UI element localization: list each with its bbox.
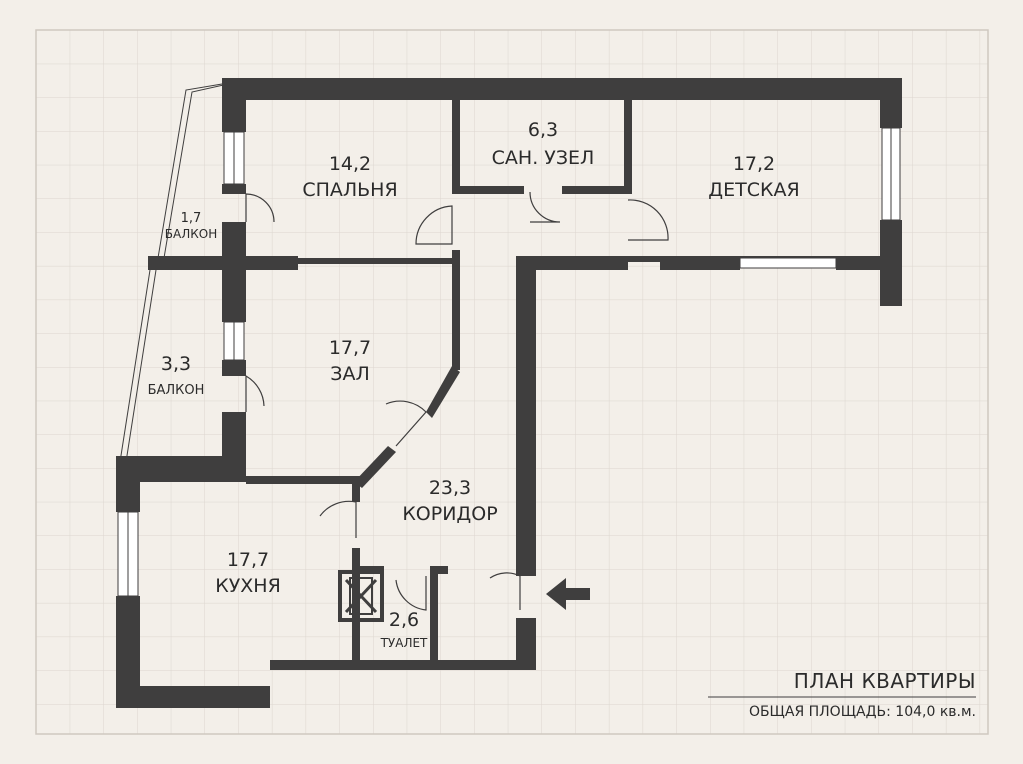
room-area: 14,2: [329, 153, 371, 175]
room-balcony-small: 1,7 БАЛКОН: [165, 211, 217, 241]
doors: [245, 191, 669, 611]
room-area: 17,7: [329, 337, 371, 359]
total-area: ОБЩАЯ ПЛОЩАДЬ: 104,0 кв.м.: [749, 704, 976, 720]
plan-legend: ПЛАН КВАРТИРЫ ОБЩАЯ ПЛОЩАДЬ: 104,0 кв.м.: [708, 669, 976, 720]
balcony-glazing: [119, 83, 229, 463]
room-name: СПАЛЬНЯ: [302, 179, 397, 201]
room-kitchen: 17,7 КУХНЯ: [215, 549, 281, 597]
room-name: БАЛКОН: [148, 383, 205, 398]
room-area: 17,7: [227, 549, 269, 571]
entrance-arrow-icon: [546, 578, 590, 610]
room-living: 17,7 ЗАЛ: [329, 337, 371, 385]
room-bedroom: 14,2 СПАЛЬНЯ: [302, 153, 397, 201]
room-name: ДЕТСКАЯ: [708, 179, 799, 201]
room-name: КОРИДОР: [402, 503, 497, 525]
room-area: 1,7: [181, 211, 202, 226]
frame: [35, 29, 989, 735]
walls: [116, 78, 902, 708]
room-area: 3,3: [161, 353, 191, 375]
room-name: БАЛКОН: [165, 227, 217, 241]
room-balcony-large: 3,3 БАЛКОН: [148, 353, 205, 398]
room-toilet: 2,6 ТУАЛЕТ: [380, 609, 428, 650]
room-area: 23,3: [429, 477, 471, 499]
windows: [117, 127, 901, 597]
room-name: КУХНЯ: [215, 575, 281, 597]
room-name: ЗАЛ: [330, 363, 369, 385]
room-area: 2,6: [389, 609, 419, 631]
room-area: 6,3: [528, 119, 558, 141]
room-name: ТУАЛЕТ: [380, 636, 428, 650]
room-area: 17,2: [733, 153, 775, 175]
room-kids: 17,2 ДЕТСКАЯ: [708, 153, 799, 201]
room-name: САН. УЗЕЛ: [492, 147, 595, 169]
room-bathroom: 6,3 САН. УЗЕЛ: [492, 119, 595, 169]
grid: [36, 30, 988, 734]
room-corridor: 23,3 КОРИДОР: [402, 477, 497, 525]
plan-title: ПЛАН КВАРТИРЫ: [794, 669, 976, 693]
